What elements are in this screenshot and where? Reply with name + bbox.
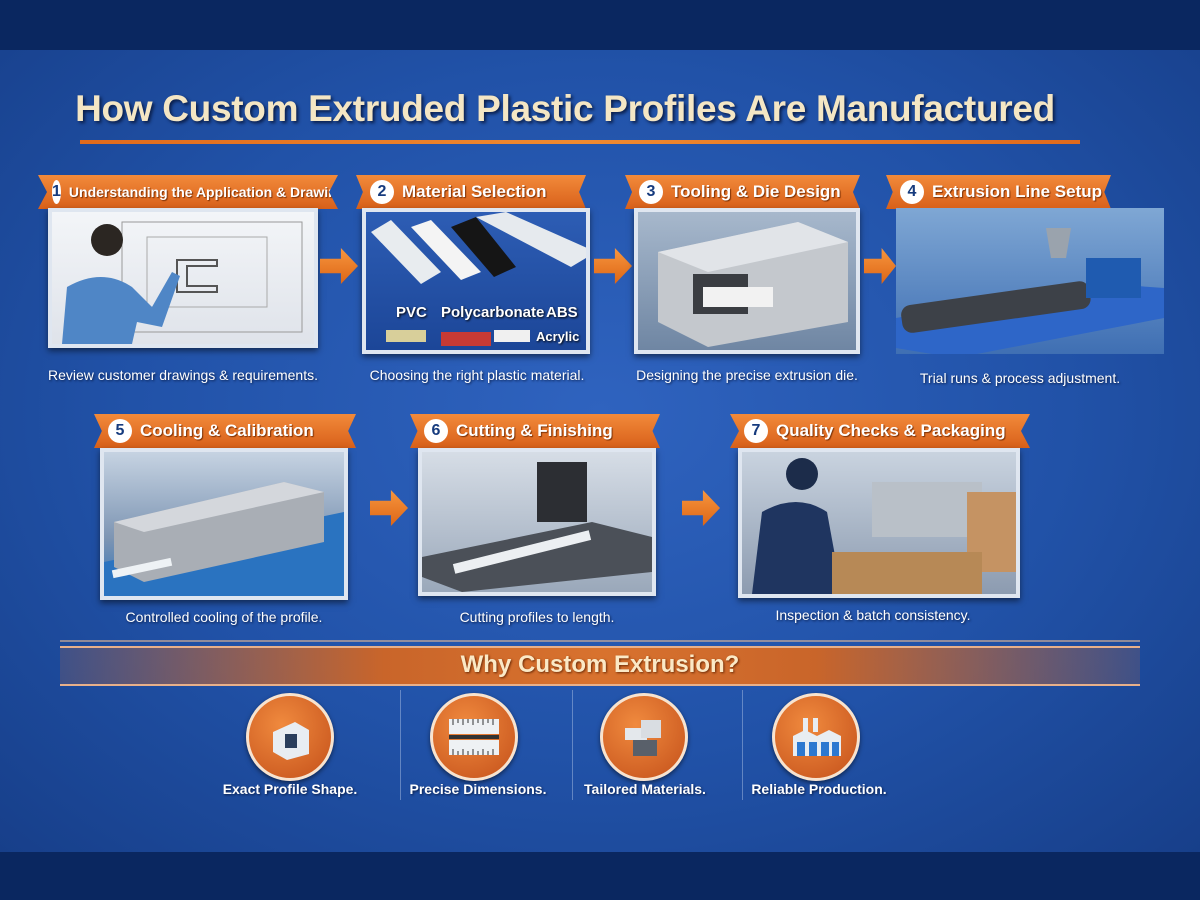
step-title: Understanding the Application & Drawing bbox=[68, 184, 346, 200]
step-2-caption: Choosing the right plastic material. bbox=[369, 367, 585, 383]
profile-shape-icon bbox=[246, 693, 334, 781]
divider bbox=[572, 690, 573, 800]
step-number: 3 bbox=[639, 180, 663, 204]
benefit-label: Precise Dimensions. bbox=[409, 781, 547, 797]
profiles-illustration bbox=[371, 212, 586, 284]
step-6-caption: Cutting profiles to length. bbox=[459, 609, 615, 625]
material-sample bbox=[441, 332, 491, 346]
step-3-caption: Designing the precise extrusion die. bbox=[636, 367, 858, 383]
arrow-right-icon bbox=[682, 490, 720, 526]
arrow-right-icon bbox=[320, 248, 358, 284]
step-6-image bbox=[418, 448, 656, 596]
step-1-image bbox=[48, 208, 318, 348]
material-label-pvc: PVC bbox=[396, 304, 427, 321]
step-title: Tooling & Die Design bbox=[671, 182, 841, 201]
step-4-image bbox=[896, 208, 1164, 354]
step-7-caption: Inspection & batch consistency. bbox=[775, 607, 971, 623]
step-title: Cooling & Calibration bbox=[140, 421, 314, 440]
drawing-illustration bbox=[62, 221, 303, 344]
why-title: Why Custom Extrusion? bbox=[460, 651, 740, 678]
materials-icon bbox=[600, 693, 688, 781]
step-number: 1 bbox=[52, 180, 61, 204]
step-number: 2 bbox=[370, 180, 394, 204]
section-divider bbox=[60, 640, 1140, 642]
step-2-banner: 2 Material Selection bbox=[356, 175, 586, 209]
material-label-abs: ABS bbox=[546, 304, 578, 321]
benefit-label: Reliable Production. bbox=[751, 781, 887, 797]
die-illustration bbox=[658, 222, 848, 347]
divider bbox=[400, 690, 401, 800]
step-1-caption: Review customer drawings & requirements. bbox=[48, 367, 318, 383]
cooling-tank-illustration bbox=[104, 482, 344, 596]
bottom-band bbox=[0, 852, 1200, 900]
factory-icon bbox=[772, 693, 860, 781]
material-label-polycarbonate: Polycarbonate bbox=[441, 304, 545, 321]
ruler-icon bbox=[430, 693, 518, 781]
arrow-right-icon bbox=[370, 490, 408, 526]
step-number: 7 bbox=[744, 419, 768, 443]
step-3-image bbox=[634, 208, 860, 354]
extruder-illustration bbox=[896, 228, 1164, 354]
step-4-banner: 4 Extrusion Line Setup bbox=[886, 175, 1111, 209]
title-underline bbox=[80, 140, 1080, 144]
step-title: Quality Checks & Packaging bbox=[776, 421, 1006, 440]
page-title: How Custom Extruded Plastic Profiles Are… bbox=[75, 88, 1055, 129]
step-2-image: PVC Polycarbonate ABS Acrylic bbox=[362, 208, 590, 354]
step-number: 6 bbox=[424, 419, 448, 443]
step-5-caption: Controlled cooling of the profile. bbox=[125, 609, 323, 625]
step-3-banner: 3 Tooling & Die Design bbox=[625, 175, 860, 209]
arrow-right-icon bbox=[594, 248, 632, 284]
step-7-banner: 7 Quality Checks & Packaging bbox=[730, 414, 1030, 448]
step-title: Extrusion Line Setup bbox=[932, 182, 1103, 201]
step-6-banner: 6 Cutting & Finishing bbox=[410, 414, 660, 448]
step-title: Cutting & Finishing bbox=[456, 421, 613, 440]
infographic: How Custom Extruded Plastic Profiles Are… bbox=[0, 50, 1200, 852]
cutting-illustration bbox=[422, 462, 652, 592]
step-number: 4 bbox=[900, 180, 924, 204]
arrow-right-icon bbox=[864, 248, 896, 284]
step-5-image bbox=[100, 448, 348, 600]
step-5-banner: 5 Cooling & Calibration bbox=[94, 414, 356, 448]
benefit-label: Exact Profile Shape. bbox=[222, 781, 358, 797]
step-number: 5 bbox=[108, 419, 132, 443]
why-banner bbox=[60, 646, 1140, 686]
material-sample bbox=[494, 330, 530, 342]
divider bbox=[742, 690, 743, 800]
benefit-label: Tailored Materials. bbox=[584, 781, 706, 797]
material-label-acrylic: Acrylic bbox=[536, 329, 580, 344]
top-band bbox=[0, 0, 1200, 50]
step-7-image bbox=[738, 448, 1020, 598]
material-sample bbox=[386, 330, 426, 342]
step-title: Material Selection bbox=[402, 182, 547, 201]
packaging-illustration bbox=[752, 458, 1016, 594]
step-4-caption: Trial runs & process adjustment. bbox=[919, 370, 1121, 386]
